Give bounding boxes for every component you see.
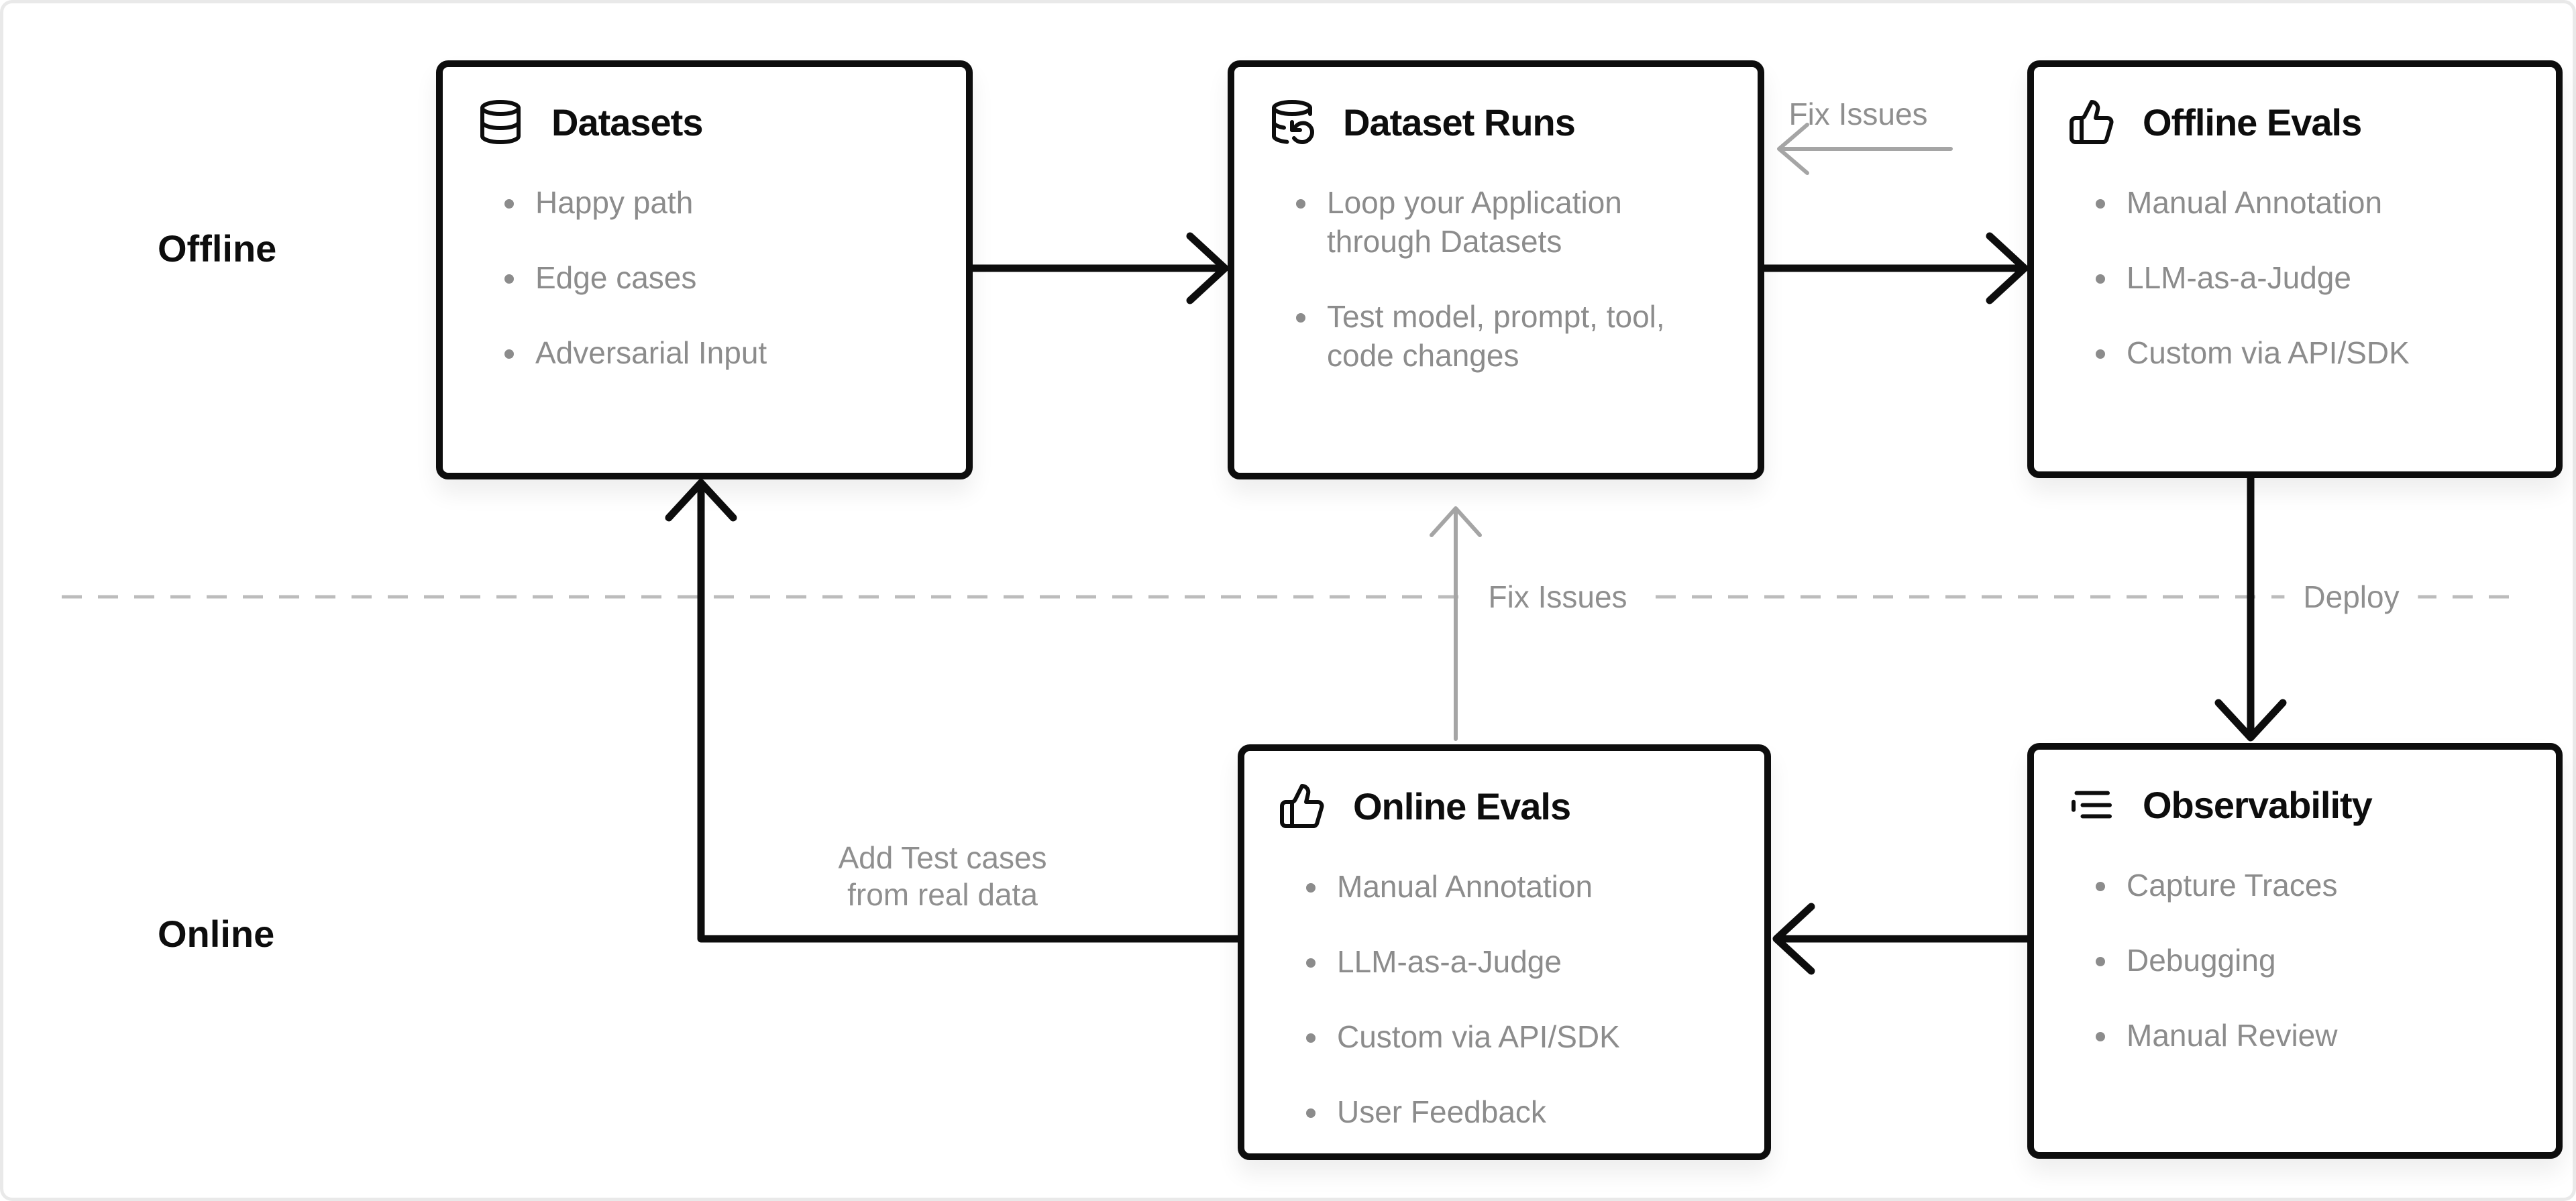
bullet-icon: [1296, 199, 1305, 209]
list-item: Debugging: [2096, 941, 2522, 980]
thumbs-up-icon: [1278, 782, 1326, 830]
thumbs-up-icon: [2068, 98, 2116, 146]
offline-evals-list: Manual Annotation LLM-as-a-Judge Custom …: [2068, 184, 2522, 373]
deploy-label: Deploy: [2284, 576, 2418, 618]
offline-section-label: Offline: [158, 227, 277, 270]
list-item: Happy path: [504, 184, 932, 223]
offline-evals-header: Offline Evals: [2068, 98, 2522, 146]
observability-box: Observability Capture Traces Debugging M…: [2027, 743, 2563, 1159]
observability-title: Observability: [2143, 783, 2373, 826]
datasets-title: Datasets: [551, 101, 703, 144]
bullet-icon: [2096, 199, 2105, 209]
logs-icon: [2068, 781, 2116, 829]
bullet-icon: [1306, 958, 1316, 968]
bullet-icon: [504, 199, 514, 209]
dataset-runs-list: Loop your Application through Datasets T…: [1268, 184, 1724, 376]
datasets-list: Happy path Edge cases Adversarial Input: [476, 184, 932, 373]
fix-issues-vertical-label: Fix Issues: [1469, 576, 1646, 618]
list-item: Manual Annotation: [2096, 184, 2522, 223]
bullet-icon: [504, 349, 514, 359]
list-item: User Feedback: [1306, 1093, 1731, 1132]
add-test-cases-line2: from real data: [847, 877, 1038, 913]
list-item: Adversarial Input: [504, 334, 932, 373]
list-item: LLM-as-a-Judge: [2096, 259, 2522, 298]
observability-header: Observability: [2068, 781, 2522, 829]
arrow-fix-issues-top: [1777, 123, 1953, 175]
datasets-header: Datasets: [476, 98, 932, 146]
bullet-icon: [1306, 1033, 1316, 1043]
bullet-icon: [2096, 274, 2105, 284]
arrow-online-evals-to-datasets: [665, 479, 1244, 943]
arrow-observability-to-online-evals: [1772, 903, 2034, 975]
dataset-runs-box: Dataset Runs Loop your Application throu…: [1228, 60, 1764, 479]
offline-evals-title: Offline Evals: [2143, 101, 2362, 144]
bullet-icon: [1296, 312, 1305, 323]
arrow-offline-evals-to-observability: [2214, 472, 2287, 742]
online-evals-title: Online Evals: [1353, 785, 1571, 827]
list-item: LLM-as-a-Judge: [1306, 943, 1731, 982]
database-icon: [476, 98, 525, 146]
fix-issues-top-label: Fix Issues: [1788, 97, 1928, 131]
bullet-icon: [504, 274, 514, 284]
bullet-icon: [1306, 1108, 1316, 1118]
datasets-box: Datasets Happy path Edge cases Adversari…: [436, 60, 973, 479]
bullet-icon: [2096, 956, 2105, 966]
observability-list: Capture Traces Debugging Manual Review: [2068, 866, 2522, 1055]
online-evals-box: Online Evals Manual Annotation LLM-as-a-…: [1238, 744, 1771, 1160]
online-evals-list: Manual Annotation LLM-as-a-Judge Custom …: [1278, 868, 1731, 1132]
offline-evals-box: Offline Evals Manual Annotation LLM-as-a…: [2027, 60, 2563, 478]
online-section-label: Online: [158, 913, 275, 955]
bullet-icon: [2096, 1031, 2105, 1041]
arrow-datasets-to-dataset-runs: [967, 232, 1229, 304]
bullet-icon: [2096, 882, 2105, 891]
database-refresh-icon: [1268, 98, 1316, 146]
arrow-dataset-runs-to-offline-evals: [1759, 232, 2029, 304]
add-test-cases-line1: Add Test cases: [838, 840, 1047, 875]
list-item: Capture Traces: [2096, 866, 2522, 905]
list-item: Test model, prompt, tool, code changes: [1296, 298, 1724, 376]
add-test-cases-label: Add Test cases from real data: [838, 840, 1046, 913]
list-item: Custom via API/SDK: [2096, 334, 2522, 373]
dataset-runs-header: Dataset Runs: [1268, 98, 1724, 146]
arrow-fix-issues-vertical: [1430, 506, 1482, 741]
bullet-icon: [1306, 883, 1316, 893]
list-item: Manual Annotation: [1306, 868, 1731, 907]
bullet-icon: [2096, 349, 2105, 359]
dataset-runs-title: Dataset Runs: [1343, 101, 1576, 144]
list-item: Loop your Application through Datasets: [1296, 184, 1724, 262]
list-item: Manual Review: [2096, 1017, 2522, 1055]
list-item: Custom via API/SDK: [1306, 1018, 1731, 1057]
online-evals-header: Online Evals: [1278, 782, 1731, 830]
list-item: Edge cases: [504, 259, 932, 298]
